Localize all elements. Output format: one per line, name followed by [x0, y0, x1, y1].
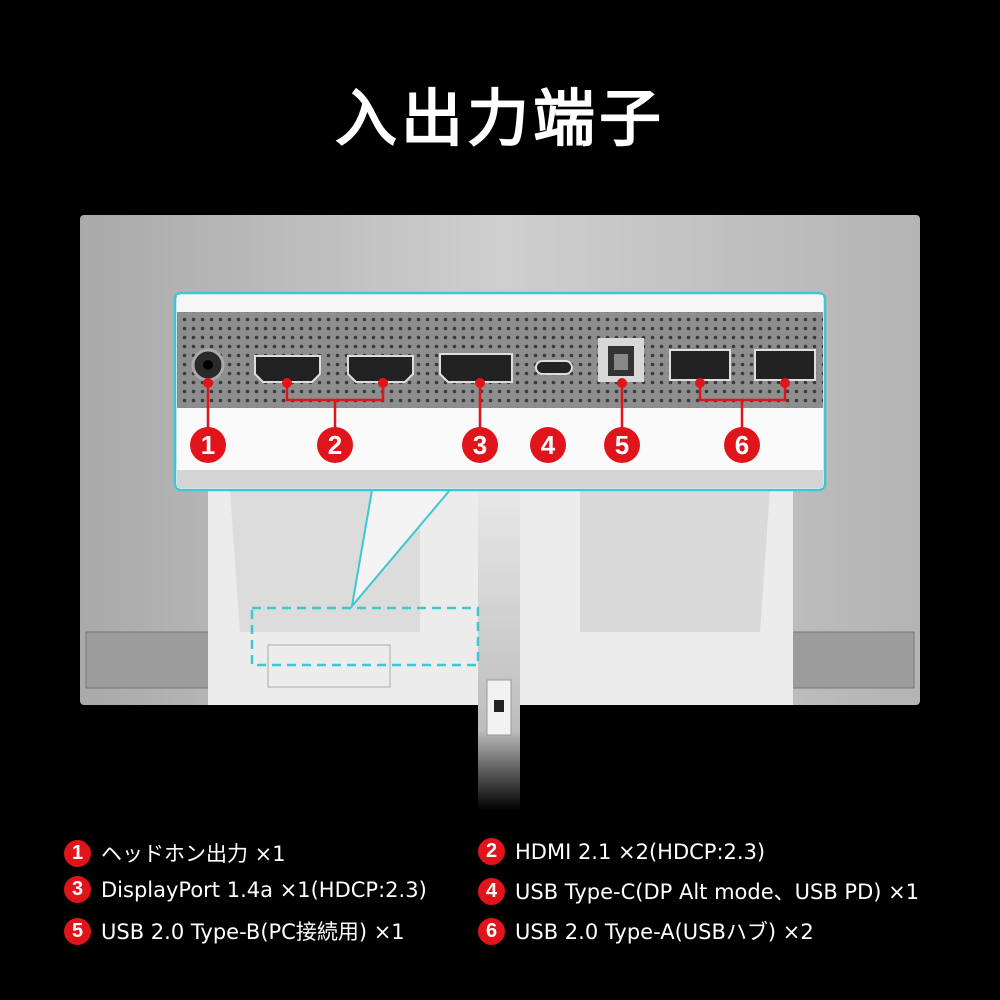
- legend-badge: 4: [478, 877, 505, 905]
- callout-lines: [206, 383, 787, 430]
- callout-4: 4: [530, 427, 566, 463]
- stand-neck: [478, 490, 520, 810]
- callout-number: 1: [201, 430, 215, 460]
- panel-top-band: [177, 295, 823, 312]
- usb-a-port-1: [669, 349, 731, 381]
- hdmi-port-2: [347, 355, 414, 383]
- legend-text: DisplayPort 1.4a ×1(HDCP:2.3): [101, 877, 427, 902]
- port-area-dashed-outline: [250, 606, 480, 667]
- panel-bottom-band: [177, 470, 823, 488]
- legend-item-5: 5 USB 2.0 Type-B(PC接続用) ×1: [64, 916, 405, 946]
- legend-badge: 5: [64, 917, 91, 945]
- label-plate: [267, 644, 391, 688]
- rear-cover-panel-right: [580, 490, 770, 632]
- callout-number: 4: [541, 430, 556, 460]
- legend-item-3: 3 DisplayPort 1.4a ×1(HDCP:2.3): [64, 876, 427, 903]
- callout-2: 2: [317, 427, 353, 463]
- legend-item-6: 6 USB 2.0 Type-A(USBハブ) ×2: [478, 916, 814, 946]
- callout-3: 3: [462, 427, 498, 463]
- legend-item-1: 1 ヘッドホン出力 ×1: [64, 838, 286, 868]
- legend-item-4: 4 USB Type-C(DP Alt mode、USB PD) ×1: [478, 876, 919, 906]
- headphone-jack: [191, 348, 225, 382]
- callout-number: 3: [473, 430, 487, 460]
- legend-text: HDMI 2.1 ×2(HDCP:2.3): [515, 839, 766, 864]
- legend-badge: 6: [478, 917, 505, 945]
- callout-5: 5: [604, 427, 640, 463]
- callout-anchor-dots: [203, 378, 790, 388]
- legend-item-2: 2 HDMI 2.1 ×2(HDCP:2.3): [478, 838, 765, 865]
- legend-text: USB 2.0 Type-B(PC接続用) ×1: [101, 920, 405, 944]
- legend-badge: 1: [64, 839, 91, 867]
- usb-a-port-2: [754, 349, 816, 381]
- legend-badge: 2: [478, 838, 505, 865]
- callout-1: 1: [190, 427, 226, 463]
- legend-text: ヘッドホン出力 ×1: [101, 842, 286, 866]
- legend-text: USB 2.0 Type-A(USBハブ) ×2: [515, 920, 814, 944]
- callout-number: 5: [615, 430, 629, 460]
- callout-number: 2: [328, 430, 342, 460]
- usb-b-port: [598, 338, 644, 382]
- legend-badge: 3: [64, 876, 91, 903]
- hdmi-port-1: [254, 355, 321, 383]
- legend-text: USB Type-C(DP Alt mode、USB PD) ×1: [515, 880, 920, 904]
- cable-clip-hole: [494, 700, 504, 712]
- displayport-port: [439, 353, 513, 383]
- callout-6: 6: [724, 427, 760, 463]
- page-title: 入出力端子: [334, 82, 665, 155]
- panel-label-band: [177, 408, 823, 470]
- usb-c-port: [535, 360, 573, 375]
- callout-number: 6: [735, 430, 749, 460]
